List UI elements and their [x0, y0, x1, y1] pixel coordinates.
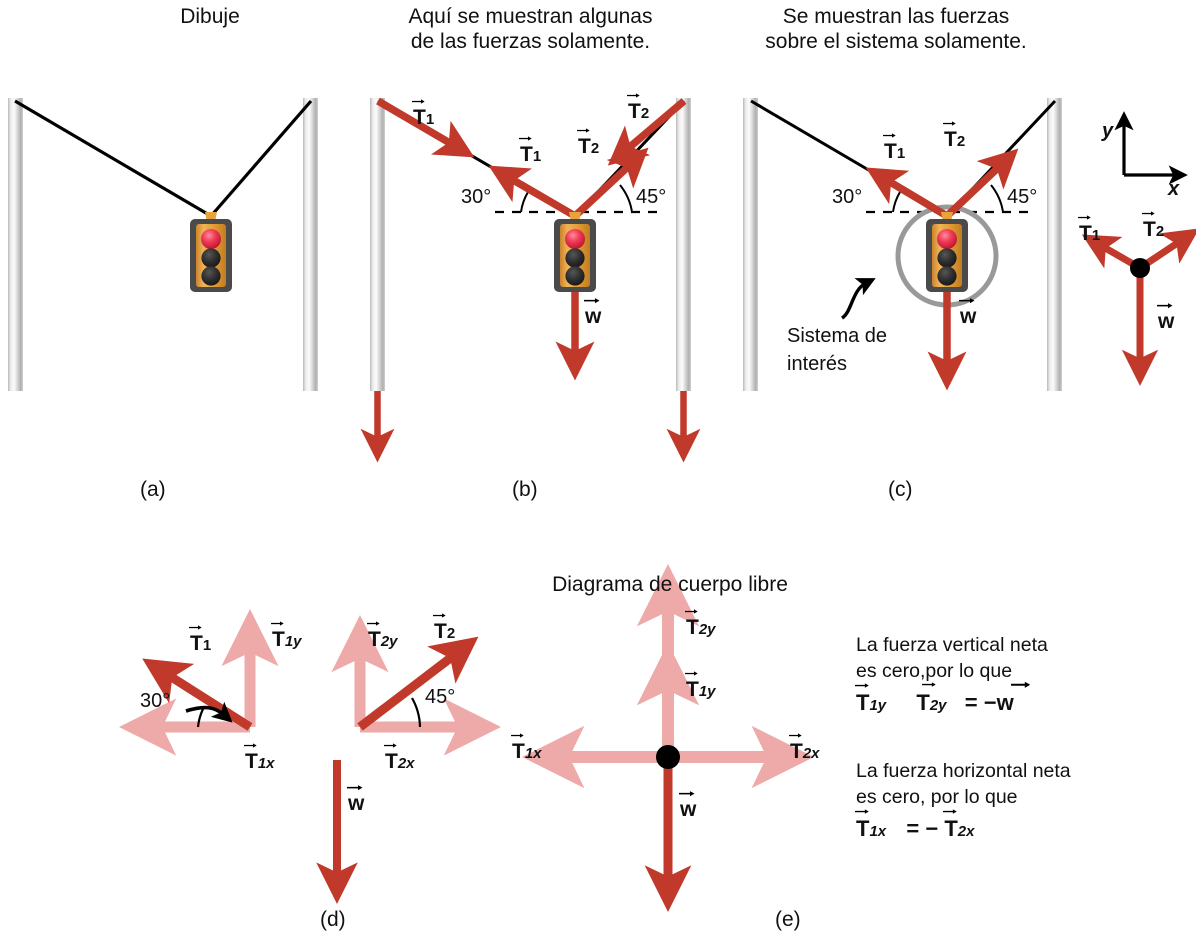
label-T1-upper-b: T1: [412, 99, 434, 130]
label-T1y-d: T1y: [271, 621, 302, 652]
point-force-diagram-c: [1081, 228, 1196, 386]
explanation-horizontal-equation: T1x = − T2x: [855, 809, 974, 842]
cable-left-a: [14, 99, 212, 218]
panel-a-graphic: [8, 98, 318, 391]
label-T2-d: T2: [433, 613, 455, 644]
pole-right-c: [1047, 98, 1062, 391]
label-mini-T1-c: T1: [1078, 215, 1100, 246]
explanation-vertical-text: La fuerza vertical neta es cero,por lo q…: [856, 634, 1048, 682]
label-T2-c: T2: [943, 121, 965, 152]
system-pointer-arrow: [840, 278, 876, 320]
label-T2-lower-b: T2: [577, 128, 599, 159]
axis-label-x: x: [1168, 178, 1180, 200]
angle-arc-30-b: [520, 191, 529, 213]
angle-label-30-c: 30°: [832, 186, 863, 208]
pole-right-b: [676, 98, 691, 391]
traffic-light-c: [926, 212, 968, 292]
panel-c-graphic: [743, 98, 1196, 391]
header-free-body-diagram: Diagrama de cuerpo libre: [552, 573, 788, 596]
angle-label-45-d: 45°: [425, 686, 456, 708]
pole-left-c: [743, 98, 758, 391]
cable-right-a: [209, 99, 313, 218]
label-w-d: w: [347, 785, 364, 816]
traffic-light-a: [190, 212, 232, 292]
angle-label-45-c: 45°: [1007, 186, 1038, 208]
header-panel-b: Aquí se muestran algunas de las fuerzas …: [408, 5, 653, 53]
panel-label-b: (b): [512, 478, 538, 501]
label-T2y-e: T2y: [685, 609, 716, 640]
vector-T2-lower-b: [572, 147, 649, 219]
label-T1-c: T1: [883, 133, 905, 164]
panel-e-graphic: [522, 564, 814, 912]
pole-right-a: [303, 98, 318, 391]
header-panel-a: Dibuje: [180, 5, 240, 28]
label-T2-upper-b: T2: [627, 93, 649, 124]
angle-pointer-30-d: [185, 701, 233, 723]
label-system-of-interest: Sistema de interés: [787, 325, 888, 375]
pole-left-b: [370, 98, 385, 391]
label-T1x-d: T1x: [244, 743, 275, 774]
angle-label-45-b: 45°: [636, 186, 667, 208]
explanation-vertical-equation: T1y T2y = −w: [855, 681, 1030, 716]
label-T1-d: T1: [189, 625, 211, 656]
label-mini-w-c: w: [1157, 303, 1174, 334]
traffic-light-b: [554, 212, 596, 292]
system-point-e: [656, 745, 680, 769]
label-T1x-e: T1x: [511, 733, 542, 764]
label-w-e: w: [679, 791, 696, 822]
label-w-c: w: [959, 298, 976, 329]
panel-b-graphic: [360, 97, 701, 463]
label-T2y-d: T2y: [367, 621, 398, 652]
pole-left-a: [8, 98, 23, 391]
mini-system-point: [1130, 258, 1150, 278]
angle-arc-45-c: [990, 184, 1004, 213]
vector-T1-c: [865, 167, 949, 220]
label-T1y-e: T1y: [685, 671, 716, 702]
label-w-b: w: [584, 298, 601, 329]
panel-label-d: (d): [320, 908, 346, 931]
vector-T2-c: [944, 148, 1019, 219]
angle-arc-45-b: [619, 184, 633, 213]
vector-T2-upper-b: [607, 98, 687, 166]
label-mini-T2-c: T2: [1142, 211, 1164, 242]
axis-label-y: y: [1102, 120, 1114, 142]
panel-label-a: (a): [140, 478, 166, 501]
vector-T1-d: [142, 658, 253, 731]
vector-T1-upper-b: [376, 97, 475, 158]
vector-T1-lower-b: [488, 165, 577, 220]
panel-label-c: (c): [888, 478, 913, 501]
label-T2x-e: T2x: [789, 733, 820, 764]
panel-label-e: (e): [775, 908, 801, 931]
panel-d-graphic: [119, 609, 501, 904]
label-T1-lower-b: T1: [519, 136, 541, 167]
angle-arc-45-d: [411, 697, 422, 728]
vector-T2-d: [357, 636, 479, 731]
angle-arc-30-c: [892, 191, 901, 213]
label-T2x-d: T2x: [384, 743, 415, 774]
angle-label-30-d: 30°: [140, 690, 171, 712]
header-panel-c: Se muestran las fuerzas sobre el sistema…: [765, 5, 1027, 53]
angle-label-30-b: 30°: [461, 186, 492, 208]
explanation-horizontal-text: La fuerza horizontal neta es cero, por l…: [856, 760, 1071, 808]
